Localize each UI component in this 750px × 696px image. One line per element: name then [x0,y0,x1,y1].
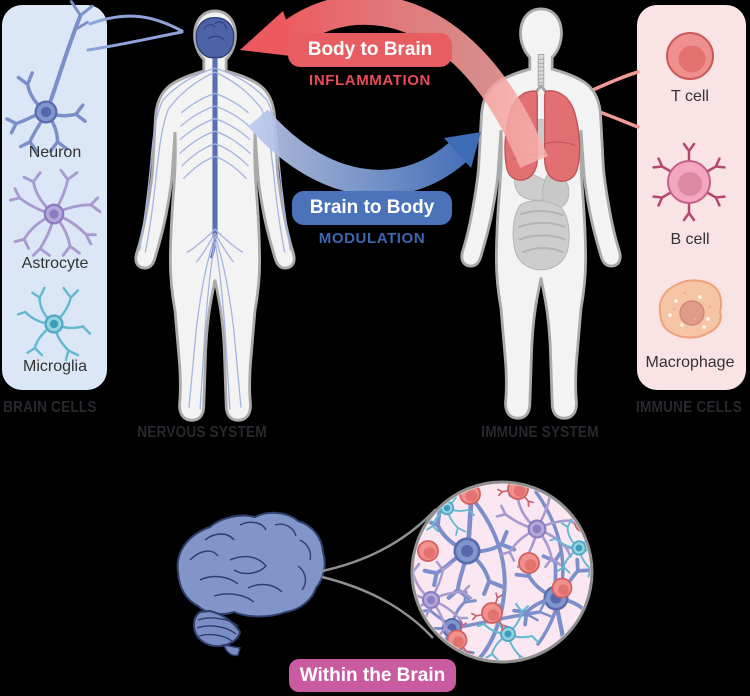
nervous-system-body [134,9,296,422]
inflammation-label: INFLAMMATION [309,72,431,89]
cerebellum [192,609,242,648]
immune-system-title: IMMUNE SYSTEM [481,424,599,441]
red-arrowhead [240,11,299,57]
body-to-brain-badge: Body to Brain [288,33,452,67]
b-cell-label: B cell [670,231,710,248]
nervous-system-overlay [139,16,292,411]
within-the-brain-badge: Within the Brain [289,659,456,692]
b-cell-icon [652,142,726,222]
macrophage-cell-icon [658,279,723,339]
brain-to-body-arrow [248,109,481,196]
magnifier-connectors [321,508,437,639]
modulation-label: MODULATION [318,230,426,247]
neuron-label: Neuron [28,144,82,161]
astrocyte-label: Astrocyte [21,255,89,272]
brain-cells-panel [2,5,107,390]
brain-cells-title: BRAIN CELLS [3,399,97,416]
brain-icon [176,511,326,657]
brain-to-body-badge: Brain to Body [292,191,452,225]
brain-in-head [195,16,235,59]
t-cell-icon [666,32,714,80]
nervous-system-title: NERVOUS SYSTEM [137,424,267,441]
macrophage-label: Macrophage [645,354,735,371]
neuron-to-brain-connectors [86,14,184,52]
body-to-brain-arrow [240,0,548,168]
blue-arrowhead [444,132,481,168]
brain-microenvironment-cells [414,484,590,660]
microglia-label: Microglia [22,358,87,375]
t-cell-label: T cell [671,88,709,105]
immune-cells-title: IMMUNE CELLS [636,399,742,416]
